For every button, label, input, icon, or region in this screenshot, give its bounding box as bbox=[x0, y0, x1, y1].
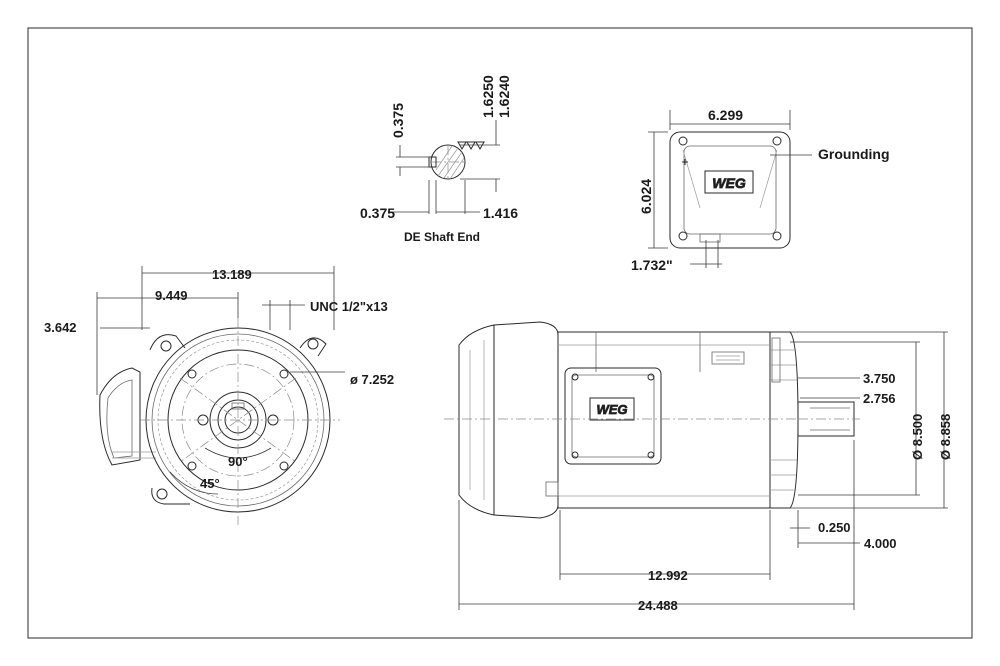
drawing-frame bbox=[27, 27, 973, 639]
side-0250-label: 0.250 bbox=[818, 520, 851, 535]
motor-front-view bbox=[96, 266, 345, 525]
front-angle-45-label: 45° bbox=[200, 476, 220, 491]
side-dia-8858-label: Ø 8.858 bbox=[938, 414, 953, 460]
side-24488-label: 24.488 bbox=[638, 598, 678, 613]
shaft-end-caption: DE Shaft End bbox=[404, 230, 480, 244]
svg-text:WEG: WEG bbox=[712, 175, 746, 191]
shaft-end-view bbox=[390, 120, 500, 214]
front-angle-90-label: 90° bbox=[228, 454, 248, 469]
shaft-key-height-label: 1.416 bbox=[483, 205, 518, 221]
side-4000-label: 4.000 bbox=[864, 536, 897, 551]
grounding-label: Grounding bbox=[818, 146, 890, 162]
motor-side-view: WEG bbox=[444, 321, 948, 610]
front-3642-label: 3.642 bbox=[44, 320, 77, 335]
side-dia-8500-label: Ø 8.500 bbox=[910, 414, 925, 460]
box-width-label: 6.299 bbox=[708, 107, 743, 123]
shaft-dia-min-label: 1.6240 bbox=[496, 75, 512, 118]
side-2756-label: 2.756 bbox=[863, 391, 896, 406]
front-9449-label: 9.449 bbox=[155, 288, 188, 303]
side-12992-label: 12.992 bbox=[648, 568, 688, 583]
box-offset-label: 1.732" bbox=[631, 257, 673, 273]
terminal-box-view: WEG bbox=[648, 110, 812, 268]
front-thread-label: UNC 1/2"x13 bbox=[310, 299, 388, 314]
front-width-label: 13.189 bbox=[212, 267, 252, 282]
front-bolt-circle-label: ø 7.252 bbox=[350, 372, 394, 387]
side-3750-label: 3.750 bbox=[863, 371, 896, 386]
shaft-dia-max-label: 1.6250 bbox=[480, 75, 496, 118]
shaft-key-depth-label: 0.375 bbox=[360, 205, 395, 221]
box-height-label: 6.024 bbox=[638, 179, 654, 214]
shaft-key-width-label: 0.375 bbox=[390, 103, 406, 138]
svg-text:WEG: WEG bbox=[596, 402, 627, 417]
weg-logo: WEG bbox=[704, 170, 754, 194]
